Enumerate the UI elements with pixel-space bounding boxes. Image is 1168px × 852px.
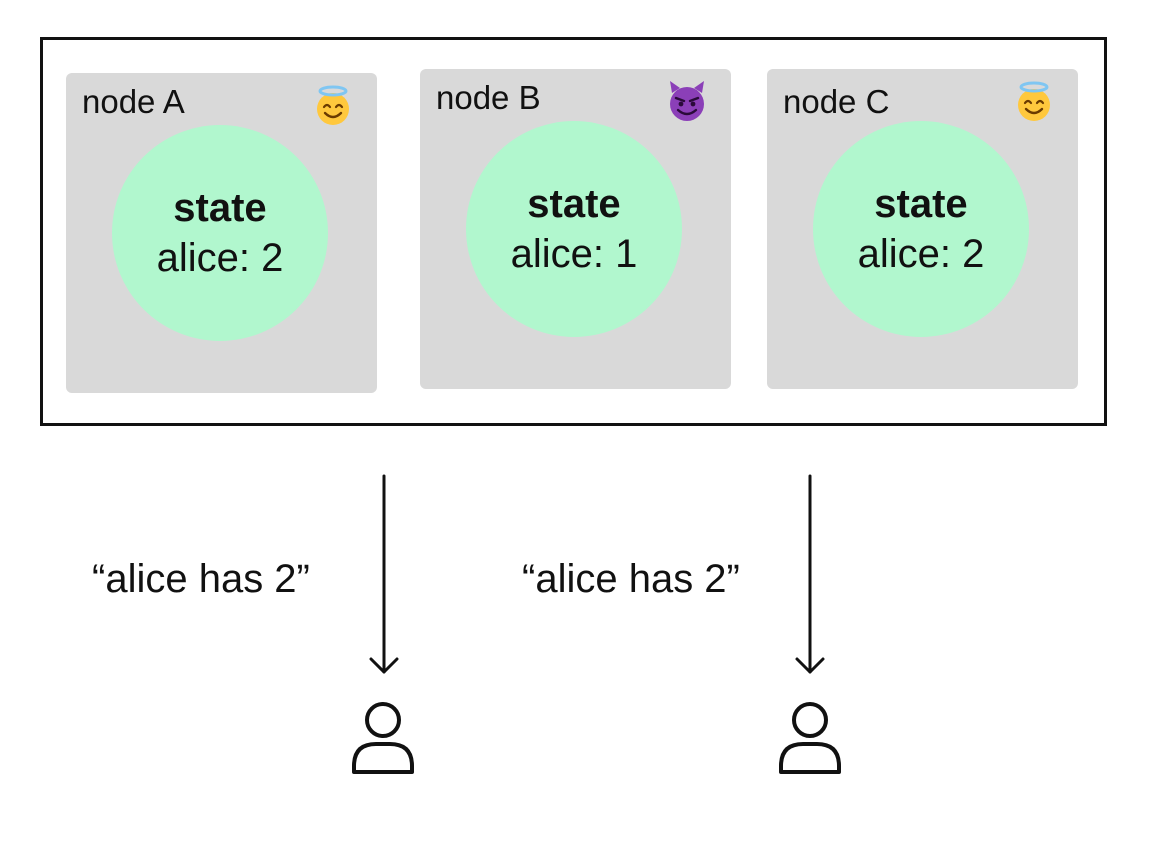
cluster-box — [40, 37, 1107, 426]
state-value: alice: 2 — [156, 236, 284, 280]
user-icon[interactable] — [352, 702, 414, 774]
halo-smiley-icon — [1018, 81, 1050, 121]
node-c: node C state alice: 2 — [767, 69, 1078, 389]
state-title: state — [173, 186, 267, 230]
devil-smiley-icon — [670, 81, 704, 121]
node-a: node A state alice: 2 — [66, 73, 377, 393]
arrow-right — [795, 474, 825, 674]
state-title: state — [874, 182, 968, 226]
node-b: node B state alice: 1 — [420, 69, 731, 389]
state-value: alice: 1 — [510, 232, 638, 276]
node-label: node A — [82, 83, 185, 120]
response-text-left: “alice has 2” — [92, 557, 310, 601]
response-text-right: “alice has 2” — [522, 557, 740, 601]
halo-smiley-icon — [317, 85, 349, 125]
state-value: alice: 2 — [857, 232, 985, 276]
node-label: node B — [436, 79, 541, 116]
node-label: node C — [783, 83, 890, 120]
user-icon[interactable] — [779, 702, 841, 774]
arrow-left — [369, 474, 399, 674]
state-circle: state alice: 1 — [466, 121, 682, 337]
state-circle: state alice: 2 — [813, 121, 1029, 337]
state-circle: state alice: 2 — [112, 125, 328, 341]
state-title: state — [527, 182, 621, 226]
